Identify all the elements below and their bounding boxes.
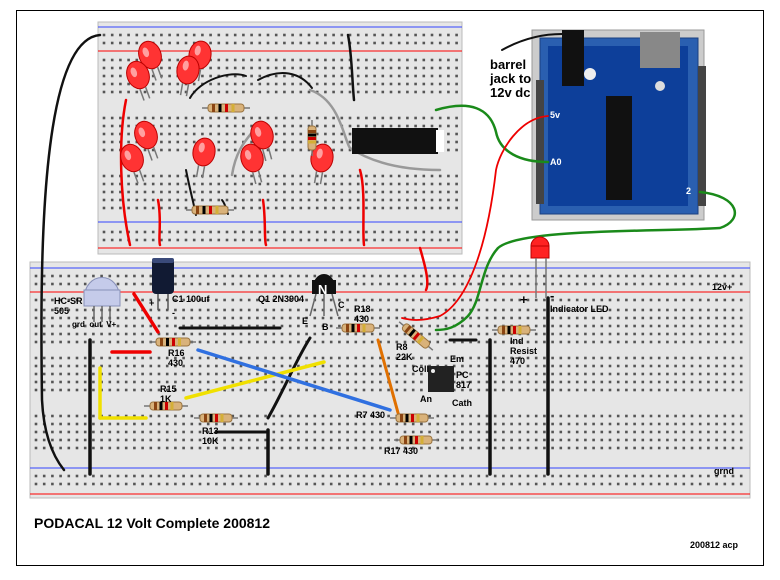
- coll-label: Coll: [412, 364, 429, 374]
- barrel-jack-label: barrel jack to 12v dc: [490, 57, 532, 100]
- pin-5v-label: 5v: [550, 110, 561, 120]
- pin-a0-label: A0: [550, 157, 562, 167]
- capacitor-c1: [152, 258, 174, 310]
- c1-plus: +: [149, 298, 155, 308]
- resistor-6: [144, 401, 188, 411]
- ic-chip: [352, 128, 444, 154]
- q1-label: Q1 2N3904: [258, 294, 305, 304]
- pc817-label: PC 817: [456, 370, 472, 390]
- rail-12v-label: 12v+: [712, 282, 733, 292]
- led-1: [138, 40, 163, 81]
- r17-label: R17 430: [384, 446, 419, 456]
- hcsr-pins-label: grd out V+: [72, 320, 117, 329]
- led-array: [120, 40, 334, 185]
- r8-label: R8 22K: [396, 342, 413, 362]
- diagram-title: PODACAL 12 Volt Complete 200812: [34, 515, 271, 531]
- c1-label: C1 100uf: [172, 294, 210, 304]
- cath-label: Cath: [452, 398, 472, 408]
- indicator-led-label: Indicator LED: [550, 304, 609, 314]
- led-5: [134, 120, 159, 161]
- resistor-10: [394, 435, 438, 445]
- led-6: [120, 143, 145, 184]
- c1-minus: -: [172, 308, 175, 318]
- r15-label: R15 1K: [160, 384, 177, 404]
- transistor-q1: N: [309, 274, 339, 317]
- q1-c-label: C: [338, 300, 345, 310]
- resistor-11: [492, 325, 536, 335]
- hcsr-label: HC-SR 505: [54, 296, 83, 316]
- ind-resist-label: Ind Resist 470: [510, 336, 538, 366]
- resistor-7: [194, 413, 238, 423]
- led-7: [192, 137, 216, 179]
- q1-e-label: E: [302, 316, 309, 326]
- indicator-led: [530, 236, 550, 298]
- led-3: [126, 60, 151, 101]
- resistors: [144, 103, 536, 445]
- svg-text:N: N: [318, 282, 327, 297]
- resistor-4: [150, 337, 196, 347]
- indicator-minus: -: [550, 288, 555, 303]
- r18-label: R18 430: [354, 304, 371, 324]
- resistor-9: [390, 413, 434, 423]
- led-10: [310, 143, 334, 185]
- em-label: Em: [450, 354, 465, 364]
- signature: 200812 acp: [690, 540, 739, 550]
- an-label: An: [420, 394, 432, 404]
- r16-label: R16 430: [168, 348, 185, 368]
- rail-gnd-label: grnd: [714, 466, 734, 476]
- resistor-1: [202, 103, 250, 113]
- r13-label: R13 10K: [202, 426, 219, 446]
- pir-sensor: [83, 277, 121, 322]
- arduino-board: [531, 29, 706, 221]
- r7-label: R7 430: [356, 410, 386, 420]
- wires: [40, 33, 737, 476]
- q1-b-label: B: [322, 322, 329, 332]
- led-9: [240, 143, 264, 185]
- resistor-5: [336, 323, 380, 333]
- led-4: [176, 55, 200, 97]
- resistor-8: [398, 321, 434, 351]
- optocoupler-pc817: [428, 366, 454, 392]
- pin-2-label: 2: [686, 186, 692, 196]
- resistor-3: [307, 120, 317, 156]
- indicator-plus: +: [520, 292, 528, 307]
- resistor-2: [186, 205, 234, 215]
- led-8: [250, 120, 274, 162]
